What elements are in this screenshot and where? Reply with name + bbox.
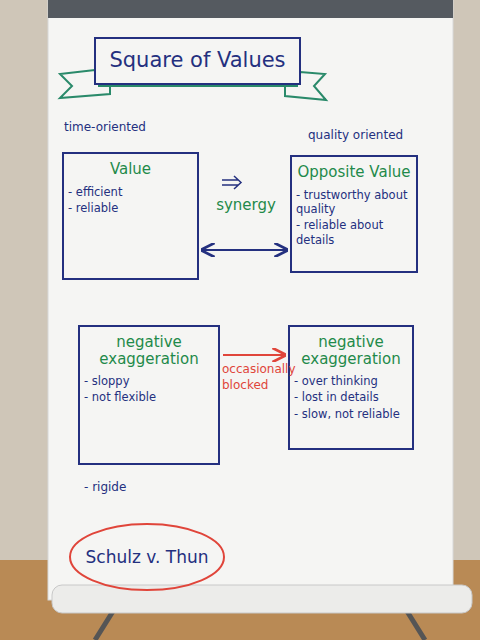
implies-symbol <box>222 176 241 189</box>
signature-ellipse: Schulz v. Thun <box>68 522 226 592</box>
author-name: Schulz v. Thun <box>86 547 209 567</box>
flipchart-paper <box>48 0 453 600</box>
list-item: - lost in details <box>294 390 408 404</box>
ellipse-shape <box>70 524 224 590</box>
list-item: - reliable about details <box>296 218 412 247</box>
edge-label: occasionally blocked <box>222 362 304 393</box>
column-label: quality oriented <box>308 128 438 142</box>
list-item: - not flexible <box>84 390 214 404</box>
box-heading: Opposite Value <box>296 164 412 181</box>
list-item: - sloppy <box>84 374 214 388</box>
value-box: negative exaggeration - over thinking - lo… <box>288 325 414 450</box>
value-box: Value - efficient - reliable <box>62 152 199 280</box>
title-banner <box>95 38 300 84</box>
note-label: - rigide <box>84 480 174 494</box>
edge-label: synergy <box>203 196 289 216</box>
value-box: negative exaggeration - sloppy - not flexi… <box>78 325 220 465</box>
box-heading: negative exaggeration <box>294 334 408 367</box>
value-box: Opposite Value - trustworthy about qualit… <box>290 155 418 273</box>
box-heading: negative exaggeration <box>84 334 214 367</box>
list-item: - slow, not reliable <box>294 407 408 421</box>
list-item: - efficient <box>68 185 193 199</box>
connector-arrow <box>202 249 287 251</box>
chart-title: Square of Values <box>95 40 300 82</box>
list-item: - trustworthy about quality <box>296 188 412 217</box>
list-item: - over thinking <box>294 374 408 388</box>
list-item: - reliable <box>68 201 193 215</box>
paper-roll <box>52 585 472 613</box>
column-label: time-oriented <box>64 120 184 134</box>
banner-accent <box>98 85 298 87</box>
box-heading: Value <box>68 161 193 178</box>
easel-clamp <box>48 0 453 18</box>
connector-arrow <box>223 354 285 356</box>
